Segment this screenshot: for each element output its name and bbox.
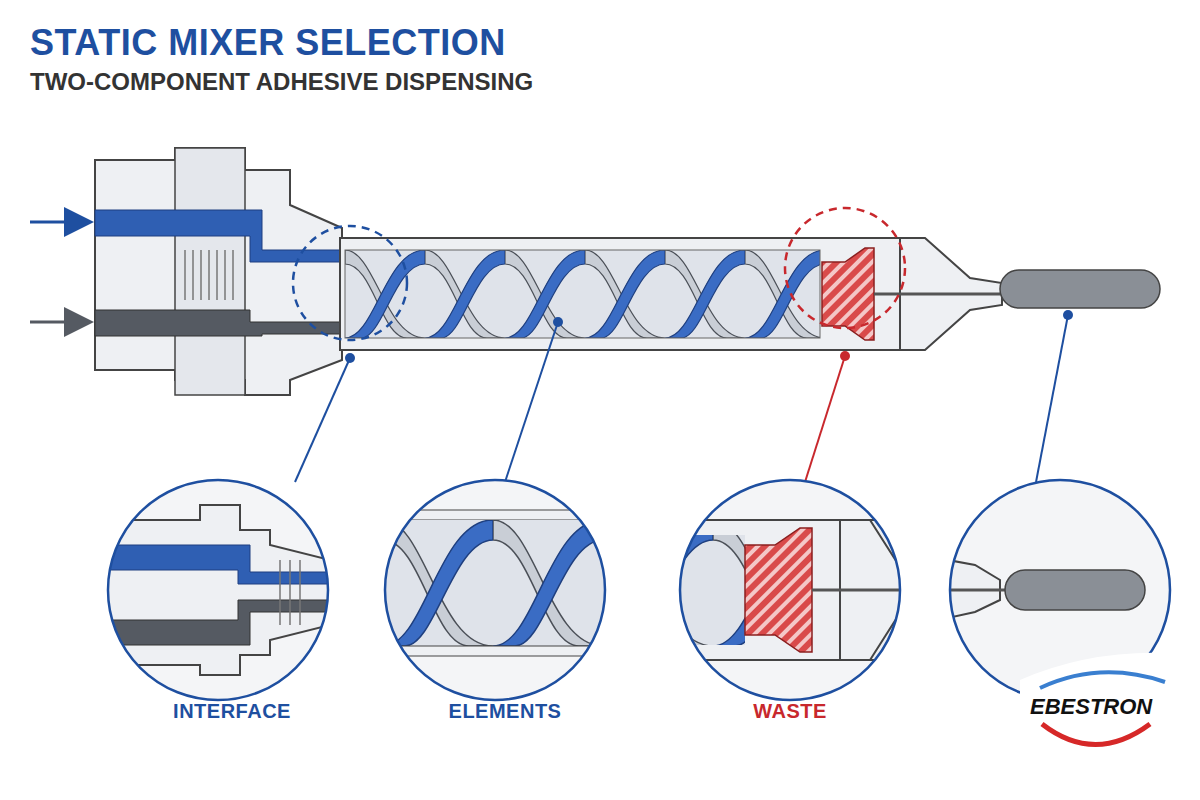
part-name: WASTE [670, 700, 910, 723]
part-name: INTERFACE [112, 700, 352, 723]
subtitle: TWO-COMPONENT ADHESIVE DISPENSING [30, 68, 533, 96]
logo-text: EBESTRON [1030, 694, 1152, 720]
part-name: ELEMENTS [385, 700, 625, 723]
title: STATIC MIXER SELECTION [30, 22, 506, 64]
